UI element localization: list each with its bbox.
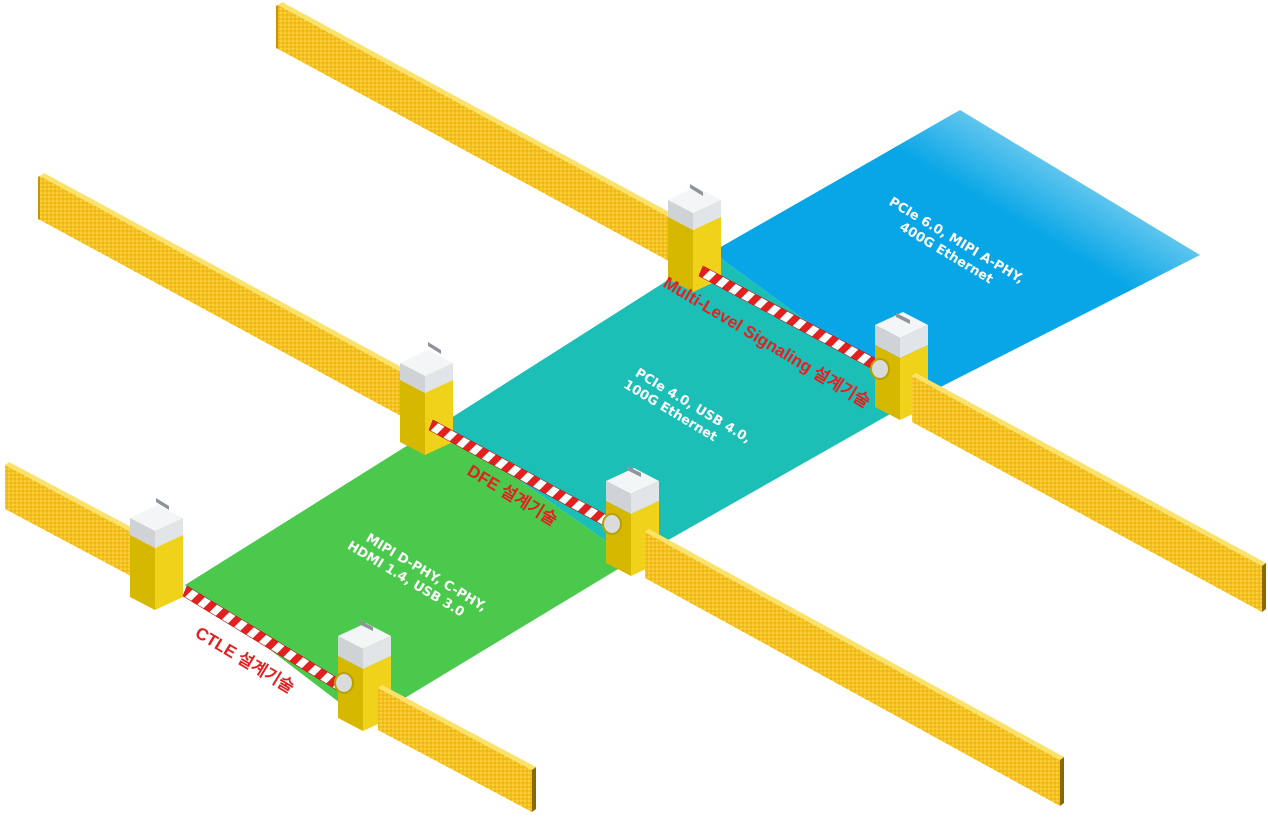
- post-ctle-back: [130, 498, 183, 610]
- rail-front-low: [378, 685, 536, 812]
- zone-gen1-surface: [185, 425, 633, 722]
- post-dfe-back: [400, 342, 453, 455]
- rail-back-mid: [38, 173, 416, 422]
- rail-front-mid: [645, 529, 1064, 806]
- rail-back-top: [276, 2, 682, 266]
- rail-front-top: [912, 373, 1266, 612]
- zone-gen3-surface: [712, 110, 1200, 400]
- zone-gen2-surface: [440, 252, 915, 560]
- rail-back-low: [5, 462, 146, 582]
